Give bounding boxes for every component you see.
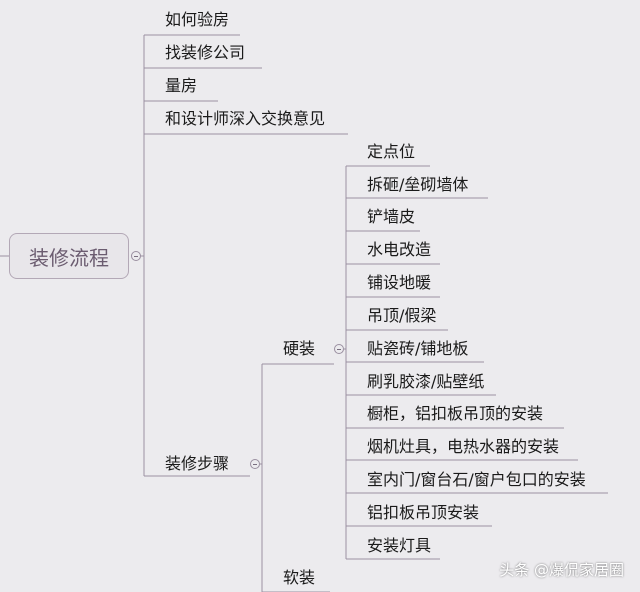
- hard-item[interactable]: 铺设地暖: [367, 273, 432, 292]
- hard-item[interactable]: 铝扣板吊顶安装: [367, 503, 480, 522]
- hard-item[interactable]: 烟机灶具，电热水器的安装: [367, 437, 560, 456]
- steps-collapse-icon[interactable]: [250, 459, 260, 469]
- branch-how-to-inspect[interactable]: 如何验房: [165, 10, 230, 29]
- hard-item[interactable]: 吊顶/假梁: [367, 306, 437, 325]
- hard-collapse-icon[interactable]: [334, 344, 344, 354]
- hard-item[interactable]: 橱柜，铝扣板吊顶的安装: [367, 404, 544, 423]
- hard-item[interactable]: 铲墙皮: [367, 207, 416, 226]
- branch-talk-designer[interactable]: 和设计师深入交换意见: [165, 109, 326, 128]
- watermark: 头条 @爆侃家居圈: [499, 561, 624, 579]
- root-node[interactable]: 装修流程: [9, 233, 129, 279]
- hard-item[interactable]: 水电改造: [367, 240, 432, 259]
- root-collapse-icon[interactable]: [131, 251, 141, 261]
- hard-item[interactable]: 安装灯具: [367, 536, 432, 555]
- root-label: 装修流程: [29, 245, 109, 270]
- branch-steps[interactable]: 装修步骤: [165, 454, 230, 473]
- hard-item[interactable]: 刷乳胶漆/贴壁纸: [367, 372, 485, 391]
- hard-item[interactable]: 贴瓷砖/铺地板: [367, 339, 469, 358]
- branch-measure-house[interactable]: 量房: [165, 76, 198, 95]
- branch-hard[interactable]: 硬装: [283, 339, 316, 358]
- hard-item[interactable]: 定点位: [367, 142, 416, 161]
- branch-find-company[interactable]: 找装修公司: [165, 43, 246, 62]
- branch-soft[interactable]: 软装: [283, 568, 316, 587]
- hard-item[interactable]: 拆砸/垒砌墙体: [367, 175, 469, 194]
- hard-item[interactable]: 室内门/窗台石/窗户包口的安装: [367, 470, 586, 489]
